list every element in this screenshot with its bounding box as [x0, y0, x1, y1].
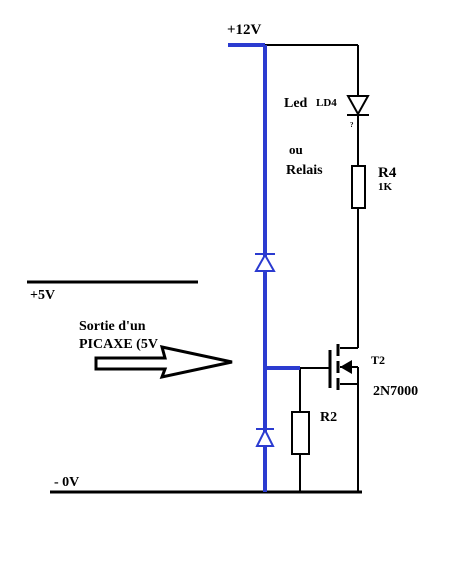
resistor-r2	[291, 411, 310, 455]
label-led: Led	[284, 96, 308, 111]
label-5v: +5V	[30, 288, 55, 303]
label-r4: R4	[378, 165, 397, 181]
label-t2: T2	[371, 353, 385, 367]
black-wires	[265, 44, 359, 492]
label-12v: +12V	[227, 22, 262, 38]
label-relay: Relais	[286, 163, 323, 178]
mosfet-t2	[328, 344, 359, 390]
label-t2-model: 2N7000	[373, 384, 418, 399]
led-triangle	[346, 95, 370, 117]
mosfet-arrow	[340, 360, 352, 374]
label-input-line1: Sortie d'un	[79, 319, 146, 334]
diode-lower-triangle	[255, 427, 275, 447]
label-led-ref: LD4	[316, 97, 337, 109]
label-led-note: ?	[350, 121, 354, 129]
label-r4-value: 1K	[378, 181, 393, 193]
led-ld4	[346, 95, 370, 117]
label-input-line2: PICAXE (5V	[79, 337, 158, 352]
resistor-r4	[351, 165, 366, 209]
diode-lower	[255, 427, 275, 447]
diode-upper-triangle	[254, 252, 276, 272]
label-ground: - 0V	[54, 475, 79, 490]
label-or: ou	[289, 142, 303, 157]
input-arrow	[94, 345, 233, 380]
diode-upper	[254, 252, 276, 272]
label-r2: R2	[320, 410, 337, 425]
